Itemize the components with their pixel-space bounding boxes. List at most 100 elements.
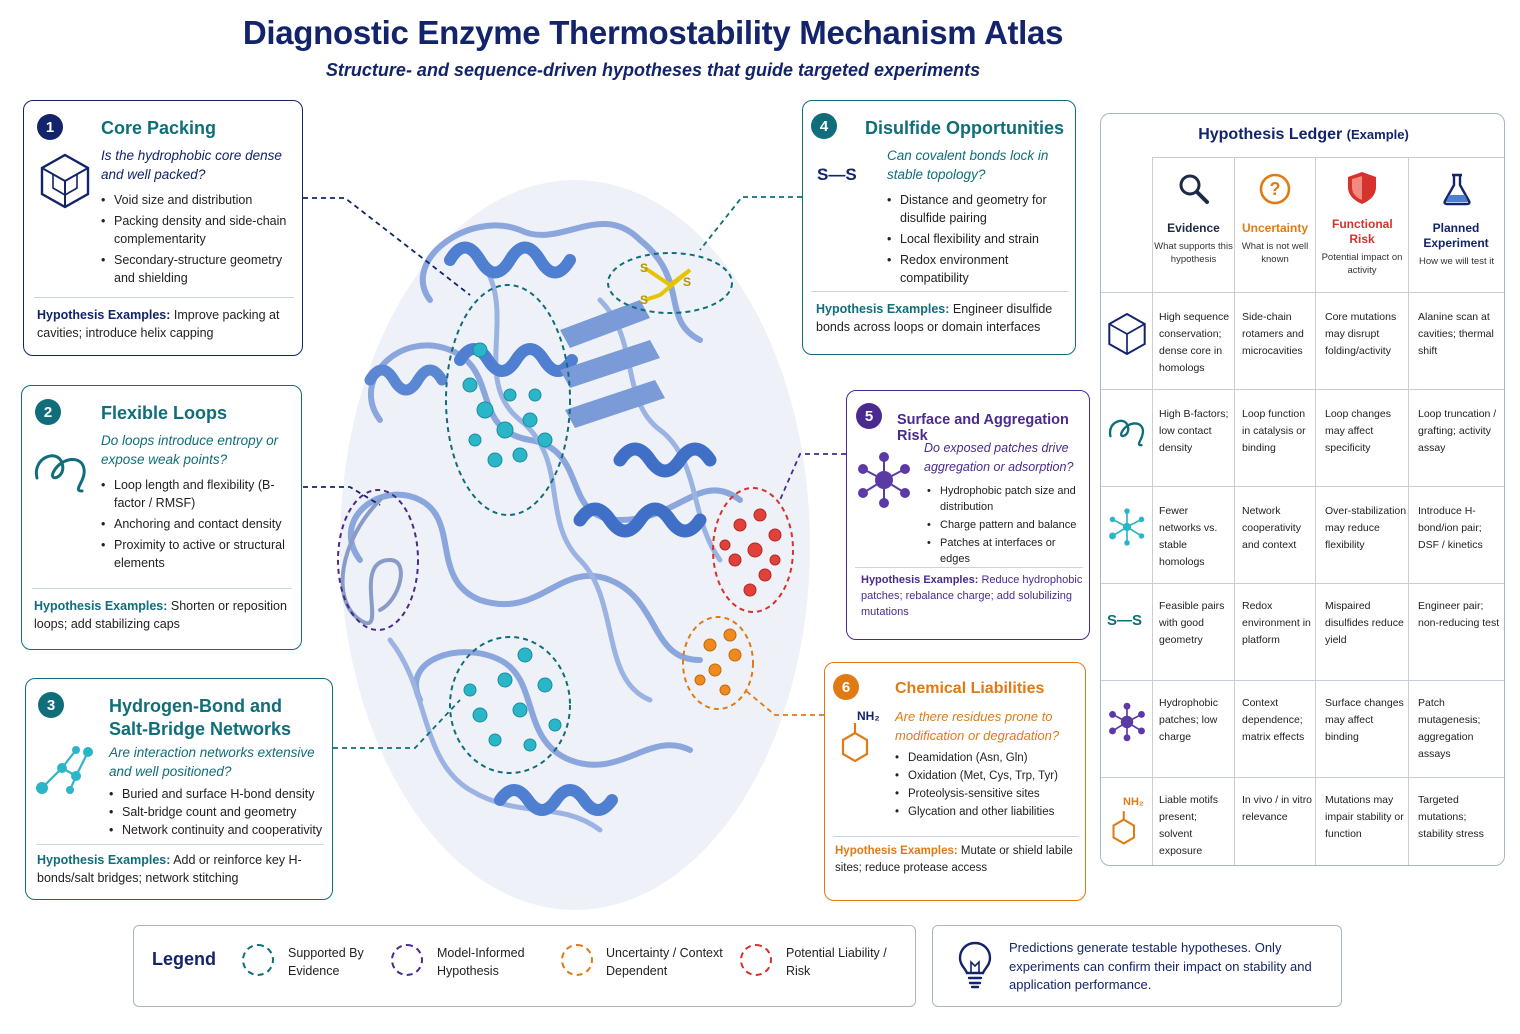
surface-patch-atoms	[719, 508, 782, 597]
footer-note: Predictions generate testable hypotheses…	[932, 925, 1342, 1007]
ledger-col-desc: How we will test it	[1419, 256, 1494, 267]
legend-label: Uncertainty / Context Dependent	[606, 946, 723, 978]
ledger-cell: Targeted mutations; stability stress	[1418, 794, 1484, 840]
core-packing-atoms	[462, 342, 553, 468]
example-label: Hypothesis Examples:	[37, 853, 171, 867]
panel-bullet: Local flexibility and strain	[887, 230, 1072, 248]
legend-title: Legend	[152, 949, 217, 969]
ledger-cell: Patch mutagenesis; aggregation assays	[1418, 697, 1481, 760]
ledger-col-heading: Planned Experiment	[1423, 221, 1489, 250]
ledger-col-heading: Functional Risk	[1332, 217, 1393, 246]
ledger-cell: Fewer networks vs. stable homologs	[1159, 505, 1218, 568]
panel-bullet: Packing density and side-chain complemen…	[101, 212, 296, 248]
panel-number: 6	[833, 674, 859, 700]
disulfide-icon: S—S	[1107, 612, 1143, 629]
panel-examples: Hypothesis Examples: Improve packing at …	[37, 306, 292, 342]
legend-label: Model-Informed Hypothesis	[437, 946, 525, 978]
panel-examples: Hypothesis Examples: Add or reinforce ke…	[37, 851, 322, 887]
panel-bullet: Anchoring and contact density	[101, 515, 296, 533]
panel-bullet: Secondary-structure geometry and shieldi…	[101, 251, 296, 287]
footer-note-text: Predictions generate testable hypotheses…	[1009, 940, 1312, 992]
example-label: Hypothesis Examples:	[34, 599, 168, 613]
hypothesis-ledger: Hypothesis Ledger (Example) Evidence Wha…	[1100, 113, 1505, 866]
network-icon	[1109, 508, 1145, 546]
hbond-network-region	[449, 636, 571, 774]
panel-title: Core Packing	[101, 118, 217, 138]
example-text: Reduce hydrophobic patches; rebalance ch…	[861, 574, 1083, 618]
ledger-col-desc: What supports this hypothesis	[1154, 241, 1233, 265]
panel-bullet: Distance and geometry for disulfide pair…	[887, 191, 1072, 227]
example-label: Hypothesis Examples:	[861, 574, 979, 586]
ledger-cell: Side-chain rotamers and microcavities	[1242, 311, 1304, 357]
ledger-title-main: Hypothesis Ledger	[1198, 126, 1343, 143]
ledger-cell: Alanine scan at cavities; thermal shift	[1418, 311, 1494, 357]
panel-bullet: Oxidation (Met, Cys, Trp, Tyr)	[895, 768, 1085, 784]
example-text: Mutate or shield labile sites; reduce pr…	[835, 845, 1073, 874]
loop-icon	[34, 454, 86, 493]
panel-examples: Hypothesis Examples: Mutate or shield la…	[835, 843, 1075, 877]
panel-examples: Hypothesis Examples: Shorten or repositi…	[34, 597, 289, 633]
ledger-cell: Core mutations may disrupt folding/activ…	[1325, 311, 1397, 357]
ledger-col-uncertainty: ? Uncertainty What is not well known	[1235, 172, 1315, 266]
panel-question: Is the hydrophobic core dense and well p…	[101, 148, 282, 182]
ledger-cell: Engineer pair; non-reducing test	[1418, 600, 1500, 629]
panel-flexible-loops: 2 Flexible Loops Do loops introduce entr…	[21, 385, 302, 650]
shield-icon	[1348, 172, 1376, 204]
panel-title: Chemical Liabilities	[895, 680, 1045, 697]
network-icon	[36, 746, 93, 794]
example-label: Hypothesis Examples:	[835, 845, 958, 857]
ledger-cell: Feasible pairs with good geometry	[1159, 600, 1225, 646]
flask-icon	[1442, 173, 1471, 206]
panel-bullet: Salt-bridge count and geometry	[109, 803, 329, 821]
loop-icon	[1108, 419, 1145, 447]
chemical-liability-region	[682, 616, 754, 710]
ledger-col-desc: Potential impact on activity	[1321, 252, 1403, 276]
panel-question: Can covalent bonds lock in stable topolo…	[887, 148, 1049, 182]
ledger-cell: Introduce H-bond/ion pair; DSF / kinetic…	[1418, 505, 1483, 551]
panel-chemical-liabilities: 6 Chemical Liabilities NH₂ Are there res…	[824, 662, 1086, 901]
ledger-cell: Mutations may impair stability or functi…	[1325, 794, 1404, 840]
ledger-col-heading: Uncertainty	[1241, 221, 1309, 235]
protein-backbone	[340, 220, 743, 833]
legend-swatch	[242, 944, 274, 976]
example-label: Hypothesis Examples:	[37, 308, 171, 322]
panel-bullet: Buried and surface H-bond density	[109, 785, 329, 803]
panel-question: Do exposed patches drive aggregation or …	[924, 441, 1074, 474]
ledger-col-desc: What is not well known	[1241, 241, 1309, 265]
panel-number: 1	[37, 114, 63, 140]
ledger-col-functional-risk: Functional Risk Potential impact on acti…	[1316, 170, 1408, 277]
ledger-cell: High B-factors; low contact density	[1159, 408, 1229, 454]
flexible-loop-region	[337, 489, 419, 631]
ledger-col-heading: Evidence	[1167, 221, 1220, 235]
disulfide-atom-label: S	[640, 261, 648, 275]
cube-icon	[40, 153, 90, 209]
panel-question: Are interaction networks extensive and w…	[109, 745, 315, 779]
patch-icon	[1109, 702, 1145, 742]
amine-label: NH₂	[1123, 796, 1144, 808]
ledger-title-suffix: (Example)	[1346, 127, 1409, 142]
chemical-liability-atoms	[694, 628, 742, 696]
ledger-cell: Context dependence; matrix effects	[1242, 697, 1305, 743]
legend-label: Supported By Evidence	[288, 946, 364, 978]
panel-disulfide: 4 Disulfide Opportunities S—S Can covale…	[802, 100, 1076, 355]
ledger-cell: Hydrophobic patches; low charge	[1159, 697, 1218, 743]
ledger-cell: In vivo / in vitro relevance	[1242, 794, 1313, 823]
ledger-cell: Over-stabilization may reduce flexibilit…	[1325, 505, 1407, 551]
panel-bullet: Hydrophobic patch size and distribution	[927, 483, 1087, 515]
panel-bullet: Network continuity and cooperativity	[109, 821, 329, 839]
panel-bullet: Charge pattern and balance	[927, 517, 1087, 533]
ledger-cell: Loop truncation / grafting; activity ass…	[1418, 408, 1497, 454]
lightbulb-icon	[958, 941, 992, 989]
panel-connectors	[303, 196, 846, 749]
surface-risk-region	[712, 487, 794, 613]
panel-title: Surface and Aggregation Risk	[897, 412, 1069, 444]
panel-title: Hydrogen-Bond and Salt-Bridge Networks	[109, 696, 292, 739]
legend-swatch	[391, 944, 423, 976]
panel-number: 3	[38, 692, 64, 718]
panel-title: Disulfide Opportunities	[865, 118, 1065, 138]
page-title: Diagnostic Enzyme Thermostability Mechan…	[242, 14, 1064, 51]
panel-examples: Hypothesis Examples: Engineer disulfide …	[816, 300, 1066, 336]
ledger-cell: Surface changes may affect binding	[1325, 697, 1404, 743]
ledger-cell: Network cooperativity and context	[1242, 505, 1301, 551]
panel-bullet: Proximity to active or structural elemen…	[101, 536, 296, 572]
